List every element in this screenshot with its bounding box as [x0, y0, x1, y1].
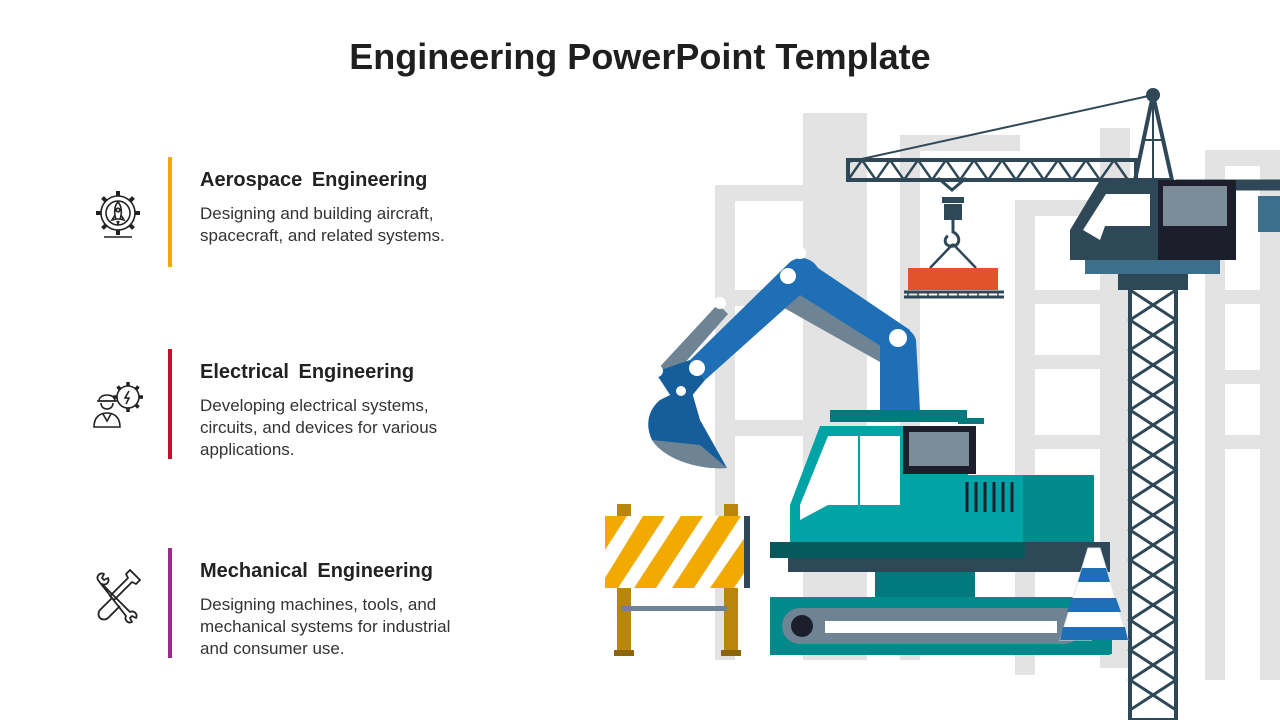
list-item-aerospace: Aerospace Engineering Designing and buil… [90, 157, 510, 267]
crane-cab [1070, 180, 1236, 290]
item-description: Developing electrical systems, circuits,… [200, 396, 438, 459]
item-heading: Electrical Engineering [200, 361, 415, 383]
item-heading: Mechanical Engineering [200, 560, 433, 582]
rocket-gear-icon [90, 185, 146, 241]
wrench-screwdriver-icon [90, 568, 146, 624]
engineer-gear-icon [90, 377, 146, 433]
accent-bar [168, 157, 172, 267]
crane-hook [929, 176, 977, 269]
excavator-arm [648, 247, 920, 469]
list-item-mechanical: Mechanical Engineering Designing machine… [90, 548, 510, 658]
excavator-body [770, 410, 1110, 655]
item-heading: Aerospace Engineering [200, 169, 428, 191]
crane-load [908, 268, 998, 290]
item-description: Designing machines, tools, and mechanica… [200, 595, 451, 658]
accent-bar [168, 349, 172, 459]
construction-illustration [605, 88, 1280, 720]
list-item-electrical: Electrical Engineering Developing electr… [90, 349, 510, 459]
accent-bar [168, 548, 172, 658]
slide-title: Engineering PowerPoint Template [349, 36, 931, 77]
road-barrier [605, 504, 750, 656]
item-description: Designing and building aircraft, spacecr… [200, 204, 445, 245]
traffic-cone [1059, 547, 1129, 654]
